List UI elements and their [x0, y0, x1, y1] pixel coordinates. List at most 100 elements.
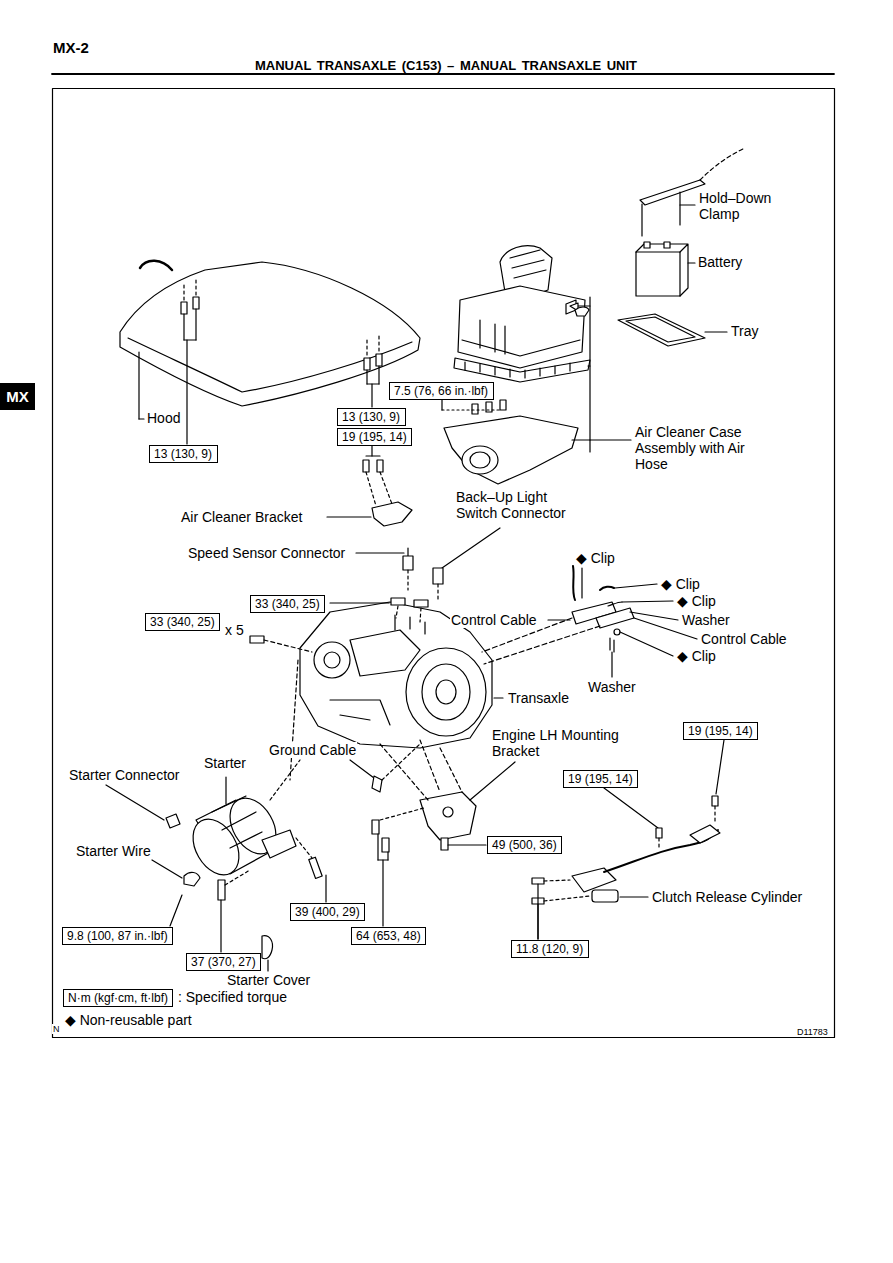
torque-value: 19 (195, 14) — [568, 772, 633, 786]
starter-drawing-part — [270, 760, 300, 800]
tab-text: MX — [6, 384, 29, 409]
air-cleaner-bracket-drawing — [327, 445, 412, 526]
mounting-bracket-drawing — [350, 740, 515, 926]
starter-drawing-part — [267, 960, 268, 971]
torque-box: 19 (195, 14) — [563, 770, 638, 788]
control-cable-drawing-part — [622, 601, 673, 602]
hood-drawing-part — [120, 262, 420, 406]
torque-value: 33 (340, 25) — [150, 615, 215, 629]
torque-value: 13 (130, 9) — [154, 447, 212, 461]
starter-drawing-part — [166, 814, 180, 828]
mounting-bracket-drawing-part — [470, 762, 515, 800]
battery-drawing-part — [618, 314, 705, 346]
starter-drawing-part — [225, 870, 250, 885]
battery-drawing-part — [688, 262, 695, 263]
battery-drawing-part — [626, 317, 695, 342]
part-label: Control Cable — [450, 612, 538, 628]
hood-drawing-part — [366, 370, 367, 384]
starter-drawing-part — [262, 830, 296, 858]
torque-value: 7.5 (76, 66 in.·lbf) — [394, 384, 488, 398]
starter-drawing-part — [218, 880, 225, 900]
battery-drawing-part — [680, 204, 695, 205]
hood-drawing-part — [140, 261, 172, 270]
part-label: Control Cable — [700, 631, 788, 647]
clutch-cylinder-drawing-part — [620, 896, 648, 897]
part-label: Washer — [681, 612, 731, 628]
air-cleaner-drawing-part — [589, 297, 590, 452]
mounting-bracket-drawing-part — [420, 792, 476, 840]
air-cleaner-bracket-drawing-part — [380, 472, 392, 504]
air-cleaner-drawing-part — [578, 305, 590, 306]
transaxle-drawing-part — [290, 660, 298, 780]
part-label: Back–Up Light Switch Connector — [455, 489, 577, 521]
hood-drawing-part — [193, 297, 199, 309]
page-frame-part — [53, 89, 835, 1038]
transaxle-drawing-part — [422, 664, 470, 720]
mounting-bracket-drawing-part — [382, 860, 383, 926]
transaxle-drawing-part — [406, 648, 486, 736]
connector-drawing-part — [442, 528, 500, 568]
clutch-cylinder-drawing-part — [544, 896, 590, 901]
torque-box: 13 (130, 9) — [149, 445, 218, 463]
transaxle-drawing-part — [414, 600, 428, 607]
hood-drawing-part — [139, 418, 144, 419]
torque-value: 9.8 (100, 87 in.·lbf) — [67, 929, 168, 943]
air-cleaner-drawing-part — [454, 358, 590, 382]
hood-drawing-part — [371, 384, 372, 407]
clutch-cylinder-drawing-part — [592, 890, 618, 902]
starter-drawing-part — [296, 838, 312, 858]
air-cleaner-drawing-part — [500, 400, 506, 410]
part-label: Tray — [730, 323, 759, 339]
page-frame — [52, 74, 835, 1038]
torque-box: 13 (130, 9) — [337, 408, 406, 426]
hood-drawing-part — [183, 285, 184, 300]
hood-drawing-part — [378, 366, 379, 384]
mounting-bracket-drawing-part — [420, 740, 440, 792]
mounting-bracket-drawing-part — [380, 808, 424, 820]
connector-drawing-part — [433, 568, 443, 584]
part-label: ◆ Clip — [660, 576, 701, 592]
mounting-bracket-drawing-part — [387, 852, 388, 860]
transaxle-drawing-part — [396, 606, 398, 618]
mounting-bracket-drawing-part — [380, 744, 428, 800]
torque-value: 64 (653, 48) — [356, 929, 421, 943]
clutch-cylinder-drawing-part — [537, 884, 538, 939]
air-cleaner-drawing-part — [458, 286, 585, 368]
battery-drawing-part — [644, 242, 650, 248]
transaxle-drawing-part — [436, 680, 456, 704]
part-label: Starter Connector — [68, 767, 181, 783]
hood-drawing-part — [378, 336, 379, 352]
connector-drawing-part — [356, 552, 404, 553]
torque-value: 33 (340, 25) — [255, 597, 320, 611]
part-label: x 5 — [224, 622, 245, 638]
part-label: Engine LH Mounting Bracket — [491, 727, 638, 759]
clutch-cylinder-drawing-part — [714, 806, 715, 824]
clutch-cylinder-drawing-part — [690, 825, 720, 843]
torque-box: 37 (370, 27) — [186, 953, 261, 971]
transaxle-drawing-part — [494, 697, 503, 698]
air-cleaner-bracket-drawing-part — [327, 516, 371, 517]
air-cleaner-drawing-part — [510, 250, 546, 278]
part-label: Hold–Down Clamp — [698, 190, 800, 222]
hood-drawing-part — [184, 339, 196, 340]
connector-drawing-part — [407, 570, 408, 590]
air-cleaner-drawing-part — [462, 446, 498, 474]
part-label: Air Cleaner Case Assembly with Air Hose — [634, 424, 766, 472]
part-label: Washer — [587, 679, 637, 695]
torque-box: 7.5 (76, 66 in.·lbf) — [389, 382, 494, 400]
air-cleaner-drawing-part — [470, 452, 490, 468]
transaxle-drawing-part — [324, 652, 340, 668]
air-cleaner-bracket-drawing-part — [363, 460, 369, 472]
part-label: D11783 — [796, 1027, 829, 1037]
part-label: Starter Cover — [226, 972, 311, 988]
part-label: Starter Wire — [75, 843, 152, 859]
part-label: ◆ Clip — [575, 550, 616, 566]
hood-drawing-part — [364, 358, 370, 370]
starter-drawing-part — [212, 796, 262, 848]
page-title: MANUAL TRANSAXLE (C153) – MANUAL TRANSAX… — [255, 58, 637, 73]
air-cleaner-bracket-drawing-part — [371, 445, 372, 456]
starter-drawing-part — [325, 875, 326, 902]
torque-box: 11.8 (120, 9) — [511, 940, 589, 958]
clutch-cylinder-drawing-part — [572, 868, 616, 892]
